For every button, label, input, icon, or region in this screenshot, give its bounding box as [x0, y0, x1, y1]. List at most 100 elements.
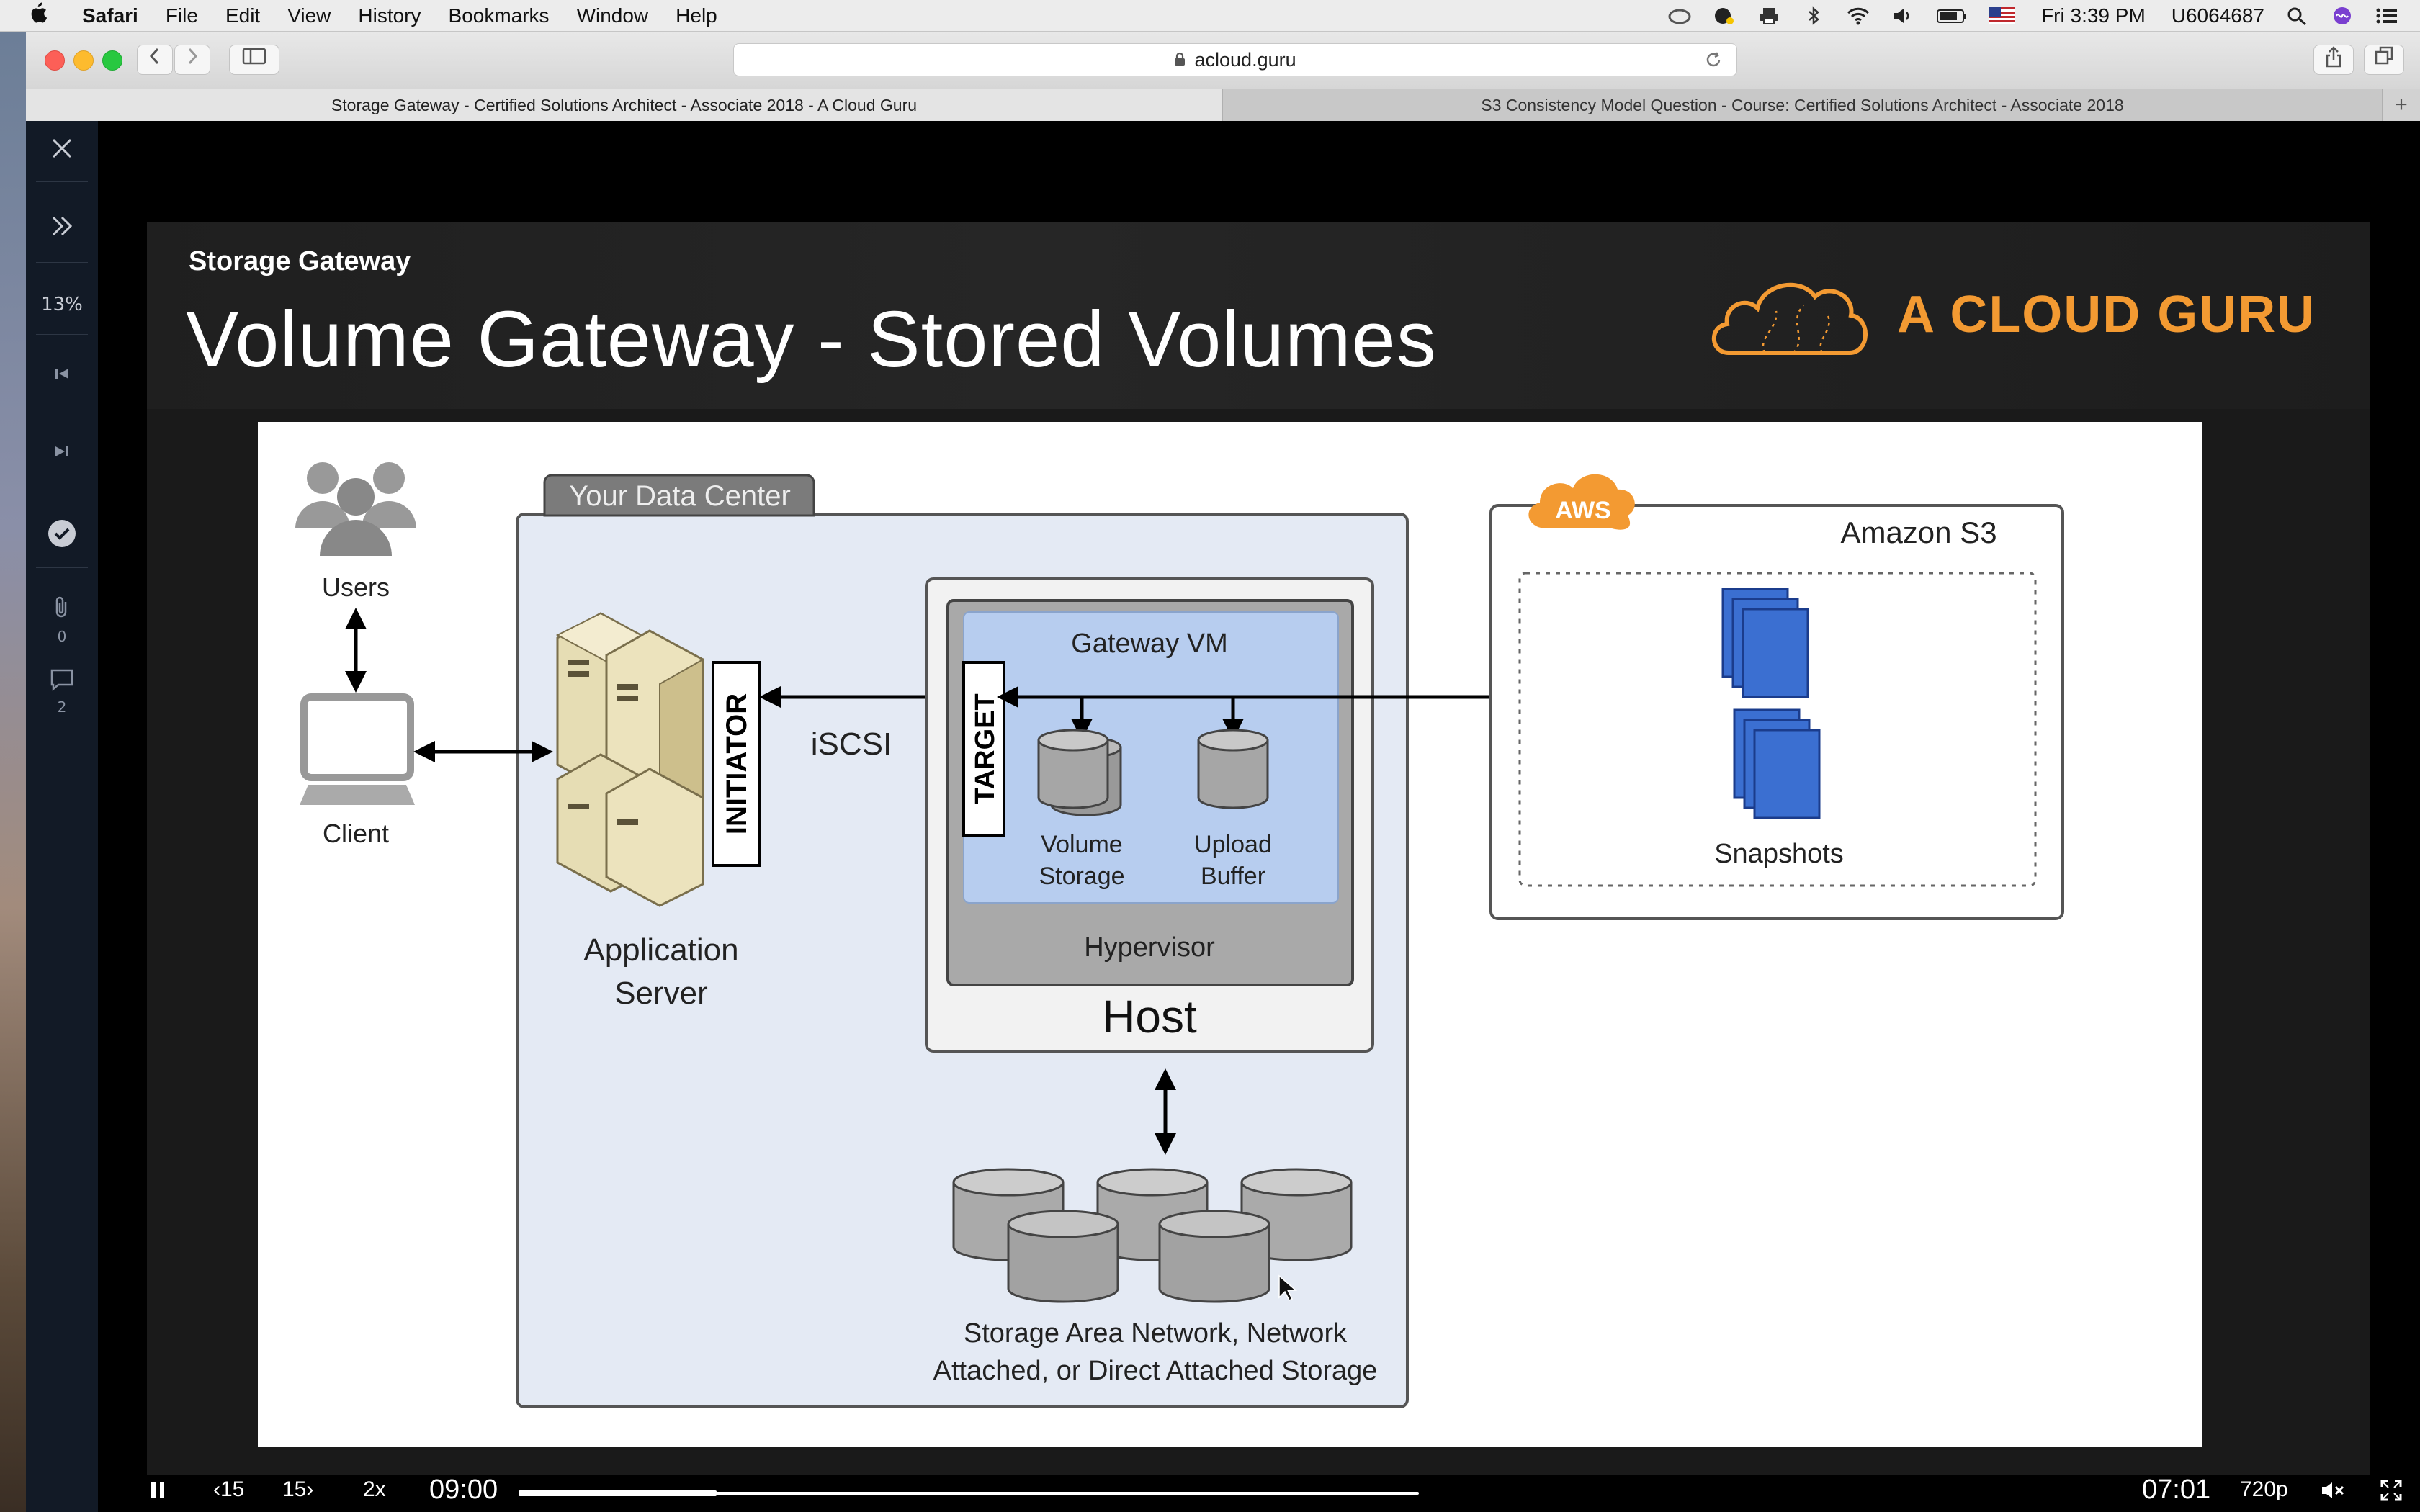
initiator-label: INITIATOR — [721, 693, 753, 834]
sidebar-divider — [36, 334, 88, 335]
browser-toolbar: acloud.guru — [26, 32, 2420, 90]
video-duration: 09:00 — [429, 1475, 498, 1505]
volume-storage-icon — [1037, 729, 1122, 816]
tab-overview-button[interactable] — [2364, 45, 2404, 75]
client-label: Client — [323, 819, 389, 848]
slide-subtitle: Storage Gateway — [189, 246, 411, 276]
menu-bookmarks[interactable]: Bookmarks — [448, 4, 550, 27]
forward-button[interactable] — [174, 45, 210, 75]
video-frame[interactable]: Storage Gateway Volume Gateway - Stored … — [147, 222, 2370, 1475]
upload-buffer-label-line1: Upload — [1194, 831, 1272, 858]
chevron-left-icon — [149, 48, 159, 65]
slide-header: Storage Gateway Volume Gateway - Stored … — [147, 222, 2370, 409]
sidebar-icon — [242, 48, 266, 65]
video-player: 13% 0 2 — [26, 121, 2420, 1512]
host-label: Host — [1102, 991, 1197, 1043]
tab-s3-consistency[interactable]: S3 Consistency Model Question - Course: … — [1223, 89, 2383, 121]
back-button[interactable] — [137, 45, 173, 75]
menu-edit[interactable]: Edit — [225, 4, 261, 27]
creative-cloud-icon[interactable] — [1668, 6, 1691, 25]
time-remaining: 07:01 — [2142, 1475, 2211, 1505]
initiator-box — [712, 661, 761, 867]
window-minimize-button[interactable] — [73, 50, 94, 71]
player-sidebar: 13% 0 2 — [26, 121, 98, 1512]
aws-cloud-icon — [1528, 474, 1635, 530]
fullscreen-button[interactable] — [2380, 1479, 2403, 1508]
window-zoom-button[interactable] — [102, 50, 122, 71]
data-center-label: Your Data Center — [569, 480, 791, 512]
rewind-15-button[interactable]: ‹15 — [213, 1477, 245, 1501]
menubar-clock[interactable]: Fri 3:39 PM — [2041, 4, 2146, 27]
pause-icon — [151, 1482, 164, 1498]
new-tab-button[interactable]: + — [2395, 93, 2408, 117]
comments-button[interactable]: 2 — [26, 668, 98, 716]
tab-storage-gateway[interactable]: Storage Gateway - Certified Solutions Ar… — [26, 89, 1223, 121]
users-label: Users — [322, 572, 390, 602]
storage-label-line2: Attached, or Direct Attached Storage — [933, 1356, 1378, 1386]
menu-file[interactable]: File — [165, 4, 198, 27]
siri-icon[interactable] — [2331, 6, 2354, 25]
slide-title: Volume Gateway - Stored Volumes — [186, 295, 1437, 384]
comments-count: 2 — [57, 698, 67, 716]
close-player-button[interactable] — [26, 134, 98, 168]
attachments-count: 0 — [57, 628, 67, 645]
volume-storage-label-line1: Volume — [1041, 831, 1122, 858]
stored-volumes-diagram: Your Data Center Users — [295, 462, 2064, 1408]
mark-complete-button[interactable] — [26, 518, 98, 554]
share-button[interactable] — [2313, 45, 2354, 75]
printer-icon[interactable] — [1757, 6, 1780, 25]
reload-icon[interactable] — [1703, 44, 1724, 85]
previous-lesson-button[interactable] — [26, 363, 98, 390]
menu-history[interactable]: History — [358, 4, 421, 27]
lock-icon — [1174, 52, 1190, 70]
volume-icon[interactable] — [1891, 6, 1914, 25]
application-server-icon — [555, 612, 704, 907]
snapshot-stack-icon — [1733, 708, 1821, 819]
apple-menu-icon[interactable] — [27, 1, 56, 30]
users-icon — [295, 462, 416, 556]
upload-buffer-icon — [1197, 729, 1269, 809]
menu-bar: Safari File Edit View History Bookmarks … — [0, 0, 2420, 32]
skip-next-icon — [55, 446, 68, 456]
menu-view[interactable]: View — [287, 4, 331, 27]
data-center-tab — [543, 474, 815, 517]
next-lesson-button[interactable] — [26, 441, 98, 468]
window-close-button[interactable] — [45, 50, 65, 71]
alert-badge-icon[interactable] — [1713, 6, 1736, 25]
progress-bar[interactable] — [519, 1490, 1419, 1496]
playback-speed-button[interactable]: 2x — [363, 1477, 386, 1501]
pause-button[interactable] — [148, 1479, 167, 1506]
sidebar-toggle-button[interactable] — [229, 45, 279, 75]
us-flag-icon[interactable] — [1989, 6, 2016, 25]
mute-button[interactable] — [2321, 1480, 2345, 1506]
address-bar[interactable]: acloud.guru — [733, 43, 1737, 76]
address-url: acloud.guru — [1194, 49, 1296, 71]
menu-help[interactable]: Help — [676, 4, 717, 27]
quality-button[interactable]: 720p — [2240, 1477, 2288, 1501]
mouse-cursor-icon — [1278, 1274, 1298, 1302]
menu-window[interactable]: Window — [576, 4, 649, 27]
sidebar-divider — [36, 567, 88, 568]
chevron-right-icon — [188, 48, 198, 65]
amazon-s3-label: Amazon S3 — [1840, 516, 1996, 549]
expand-sidebar-button[interactable] — [26, 212, 98, 246]
forward-15-button[interactable]: 15› — [282, 1477, 314, 1501]
menu-app-name[interactable]: Safari — [82, 4, 138, 27]
wifi-icon[interactable] — [1847, 6, 1870, 25]
course-progress: 13% — [41, 294, 83, 315]
notification-center-icon[interactable] — [2375, 6, 2398, 25]
tabs-icon — [2375, 46, 2393, 65]
aws-label: AWS — [1555, 497, 1610, 524]
attachments-button[interactable]: 0 — [26, 595, 98, 645]
battery-icon[interactable] — [1936, 6, 1968, 25]
browser-window: acloud.guru Storage Gateway - Certified … — [26, 32, 2420, 1512]
close-icon — [52, 138, 72, 158]
skip-previous-icon — [55, 369, 68, 379]
iscsi-label: iSCSI — [811, 726, 892, 762]
double-chevron-right-icon — [52, 216, 73, 236]
spotlight-search-icon[interactable] — [2286, 6, 2309, 25]
bluetooth-icon[interactable] — [1802, 6, 1825, 25]
share-icon — [2326, 46, 2341, 68]
menubar-user[interactable]: U6064687 — [2171, 4, 2264, 27]
comment-icon — [50, 669, 73, 691]
